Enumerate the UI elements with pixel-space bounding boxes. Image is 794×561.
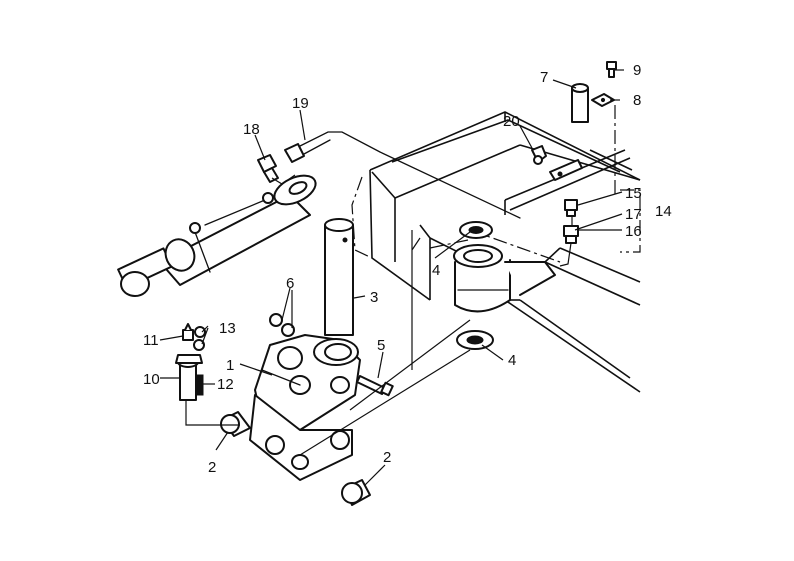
pin-assembly-guide bbox=[185, 400, 240, 426]
bushing-2-bottom bbox=[341, 479, 371, 506]
washer-upper bbox=[459, 221, 493, 239]
hose-clamp bbox=[549, 159, 583, 181]
callout-18: 18 bbox=[243, 121, 260, 138]
kingpin-housing bbox=[453, 244, 556, 313]
callout-3: 3 bbox=[370, 289, 378, 306]
callout-2-bottom: 2 bbox=[383, 449, 391, 466]
washer-lower bbox=[456, 330, 494, 350]
callout-5: 5 bbox=[377, 337, 385, 354]
callout-19: 19 bbox=[292, 95, 309, 112]
callout-13: 13 bbox=[219, 320, 236, 337]
nuts-6 bbox=[269, 313, 295, 337]
callout-2-left: 2 bbox=[208, 459, 216, 476]
elbow-fitting-20 bbox=[531, 145, 547, 165]
callout-9: 9 bbox=[633, 62, 641, 79]
fitting-18 bbox=[257, 154, 279, 183]
callout-17: 17 bbox=[625, 206, 642, 223]
callout-11: 11 bbox=[143, 332, 159, 349]
chassis-frame bbox=[369, 111, 641, 393]
callout-numbers: 1 2 2 3 4 4 5 6 7 8 9 10 11 12 13 14 15 … bbox=[143, 62, 672, 476]
pin-assembly-10 bbox=[175, 354, 203, 401]
line-cyl-to-fitting bbox=[271, 174, 296, 185]
axis-line-kingpin bbox=[411, 230, 421, 370]
callout-4-upper: 4 bbox=[432, 262, 440, 279]
bolt-9 bbox=[606, 61, 617, 78]
guide-line-washer bbox=[299, 349, 471, 456]
hose-line-right bbox=[559, 216, 573, 267]
callout-20: 20 bbox=[503, 113, 520, 130]
guide-line-knuckle bbox=[349, 319, 471, 411]
callout-leaders bbox=[159, 69, 624, 486]
callout-1: 1 bbox=[226, 357, 234, 374]
callout-16: 16 bbox=[625, 223, 642, 240]
callout-15: 15 bbox=[625, 185, 642, 202]
callout-4-lower: 4 bbox=[508, 352, 516, 369]
grease-fitting-11 bbox=[182, 323, 194, 341]
fitting-15 bbox=[564, 199, 578, 217]
pin-7 bbox=[571, 83, 589, 123]
callout-8: 8 bbox=[633, 92, 641, 109]
fitting-16-17 bbox=[563, 225, 579, 244]
kingpin-3 bbox=[324, 218, 354, 336]
bushing-2-left bbox=[220, 411, 251, 437]
callout-6: 6 bbox=[286, 275, 294, 292]
callout-7: 7 bbox=[540, 69, 548, 86]
callout-12: 12 bbox=[217, 376, 234, 393]
bolt-5 bbox=[356, 375, 394, 397]
callout-10: 10 bbox=[143, 371, 160, 388]
spring-12 bbox=[196, 374, 204, 396]
hose-19 bbox=[284, 131, 521, 219]
washers-13 bbox=[193, 326, 206, 351]
callout-14: 14 bbox=[655, 203, 672, 220]
steering-knuckle-1 bbox=[249, 334, 361, 481]
